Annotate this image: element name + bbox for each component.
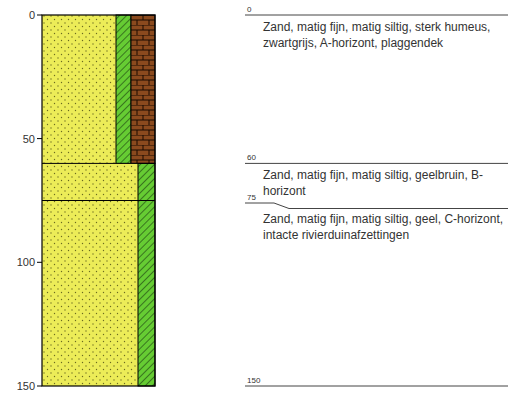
humus-bricks	[131, 15, 155, 163]
silt-hatch	[116, 15, 131, 163]
axis-number: 150	[2, 379, 35, 393]
column-outline	[42, 15, 155, 386]
sand-fill	[42, 15, 116, 163]
layer-description: Zand, matig fijn, matig siltig, geel, C-…	[263, 211, 507, 243]
layer-boundary	[42, 163, 155, 164]
sand-fill	[42, 163, 138, 386]
silt-hatch	[138, 163, 155, 386]
layer-description: Zand, matig fijn, matig siltig, geelbrui…	[263, 167, 507, 199]
axis-number: 0	[2, 8, 35, 22]
axis-number: 50	[2, 132, 35, 146]
description-lines	[245, 15, 508, 386]
layer-boundary	[42, 200, 155, 201]
depth-mark: 150	[247, 375, 277, 386]
depth-ticks	[37, 15, 42, 386]
layer-description: Zand, matig fijn, matig siltig, sterk hu…	[263, 19, 507, 51]
depth-mark: 60	[247, 152, 277, 163]
depth-mark: 0	[247, 4, 277, 15]
axis-number: 100	[2, 255, 35, 269]
